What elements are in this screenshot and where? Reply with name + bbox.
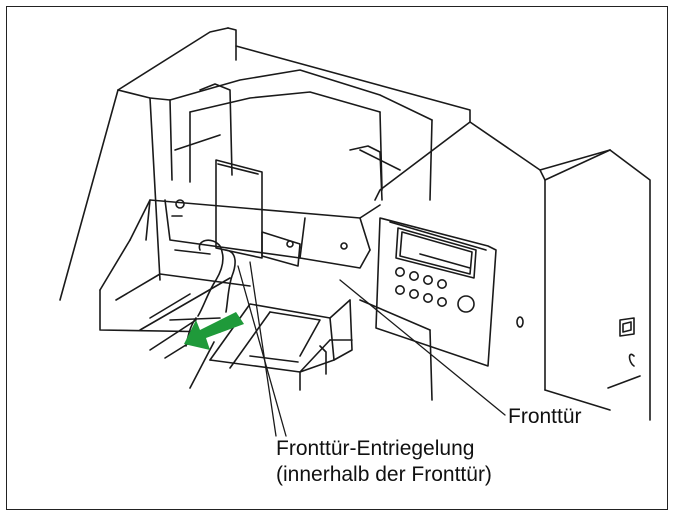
leader-release-1 <box>237 265 287 437</box>
control-panel <box>375 217 497 367</box>
diagram-frame <box>6 6 668 510</box>
callout-front-door-release: Fronttür-Entriegelung (innerhalb der Fro… <box>276 436 492 488</box>
pull-direction-arrow <box>184 312 244 350</box>
device-body <box>59 27 651 421</box>
leader-front-door <box>339 279 506 416</box>
callout-front-door: Fronttür <box>508 405 582 428</box>
feeder-guides <box>129 199 381 269</box>
callout-release-line-1: Fronttür-Entriegelung <box>276 437 475 460</box>
leader-release-2 <box>249 261 277 437</box>
lower-tray <box>99 239 353 391</box>
document-sheet <box>215 159 263 259</box>
output-chute <box>169 69 433 201</box>
callout-leader-lines <box>237 261 506 437</box>
side-details <box>359 299 641 401</box>
hand <box>149 239 236 389</box>
callout-release-line-2: (innerhalb der Fronttür) <box>276 463 492 486</box>
